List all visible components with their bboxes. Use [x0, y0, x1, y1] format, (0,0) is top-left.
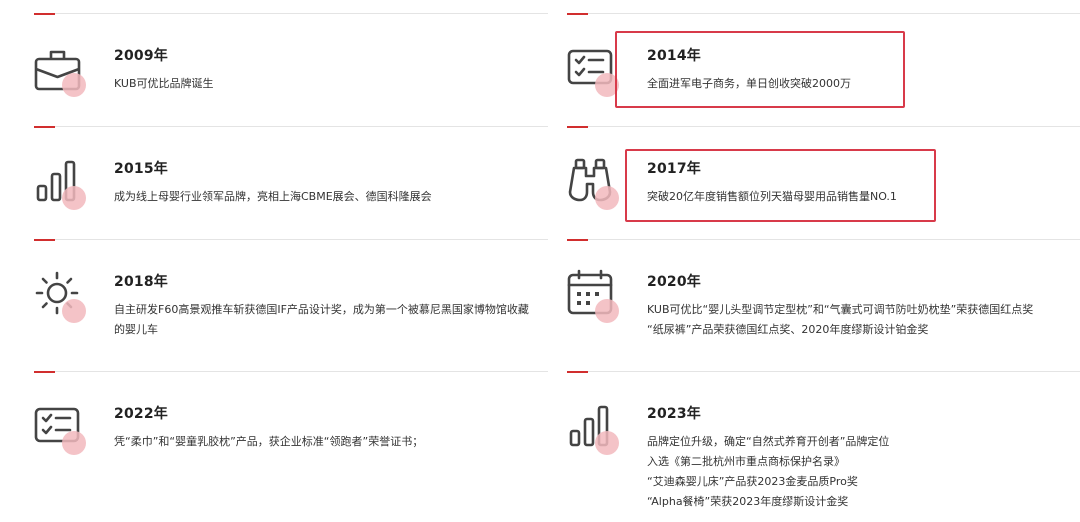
- divider: [55, 13, 548, 14]
- timeline-description: “Alpha餐椅”荣获2023年度缪斯设计金奖: [647, 495, 849, 508]
- section-marker: [567, 13, 588, 15]
- timeline-description: 突破20亿年度销售额位列天猫母婴用品销售量NO.1: [647, 190, 897, 203]
- timeline-item-2014: 2014年 全面进军电子商务，单日创收突破2000万: [567, 13, 1080, 126]
- timeline-year: 2020年: [647, 274, 701, 290]
- timeline-year: 2022年: [114, 406, 168, 422]
- divider: [55, 239, 548, 240]
- divider: [588, 13, 1080, 14]
- checklist-icon: [34, 401, 90, 457]
- timeline-year: 2009年: [114, 48, 168, 64]
- timeline-description: “纸尿裤”产品荣获德国红点奖、2020年度缪斯设计铂金奖: [647, 323, 929, 336]
- timeline-year: 2014年: [647, 48, 701, 64]
- timeline-description: 凭“柔巾”和“婴童乳胶枕”产品，获企业标准“领跑者”荣誉证书；: [114, 435, 424, 448]
- timeline-description: KUB可优比“婴儿头型调节定型枕”和“气囊式可调节防吐奶枕垫”荣获德国红点奖: [647, 303, 1034, 316]
- divider: [588, 371, 1080, 372]
- timeline-item-2009: 2009年 KUB可优比品牌诞生: [34, 13, 548, 126]
- bar-chart-icon: [567, 401, 623, 457]
- bar-chart-icon: [34, 156, 90, 212]
- divider: [55, 126, 548, 127]
- section-marker: [34, 13, 55, 15]
- timeline-item-2022: 2022年 凭“柔巾”和“婴童乳胶枕”产品，获企业标准“领跑者”荣誉证书；: [34, 371, 548, 522]
- timeline-description: 全面进军电子商务，单日创收突破2000万: [647, 77, 851, 90]
- timeline-year: 2023年: [647, 406, 701, 422]
- timeline-item-2020: 2020年 KUB可优比“婴儿头型调节定型枕”和“气囊式可调节防吐奶枕垫”荣获德…: [567, 239, 1080, 371]
- timeline-description: 品牌定位升级，确定“自然式养育开创者”品牌定位: [647, 435, 890, 448]
- section-marker: [34, 371, 55, 373]
- timeline-item-2018: 2018年 自主研发F60高景观推车斩获德国IF产品设计奖，成为第一个被慕尼黑国…: [34, 239, 548, 371]
- timeline-description: 成为线上母婴行业领军品牌，亮相上海CBME展会、德国科隆展会: [114, 190, 432, 203]
- timeline-description: “艾迪森婴儿床”产品获2023金麦品质Pro奖: [647, 475, 858, 488]
- timeline-description: 自主研发F60高景观推车斩获德国IF产品设计奖，成为第一个被慕尼黑国家博物馆收藏: [114, 303, 529, 316]
- calendar-icon: [567, 269, 623, 325]
- sun-icon: [34, 269, 90, 325]
- section-marker: [567, 126, 588, 128]
- divider: [588, 126, 1080, 127]
- timeline-description: 入选《第二批杭州市重点商标保护名录》: [647, 455, 845, 468]
- timeline-item-2023: 2023年 品牌定位升级，确定“自然式养育开创者”品牌定位 入选《第二批杭州市重…: [567, 371, 1080, 522]
- briefcase-icon: [34, 43, 90, 99]
- divider: [588, 239, 1080, 240]
- section-marker: [567, 371, 588, 373]
- timeline-year: 2018年: [114, 274, 168, 290]
- timeline-year: 2017年: [647, 161, 701, 177]
- timeline-description: 的婴儿车: [114, 323, 158, 336]
- timeline-year: 2015年: [114, 161, 168, 177]
- highlight-box: [615, 31, 905, 108]
- binoculars-icon: [567, 156, 623, 212]
- divider: [55, 371, 548, 372]
- highlight-box: [625, 149, 936, 222]
- timeline-item-2015: 2015年 成为线上母婴行业领军品牌，亮相上海CBME展会、德国科隆展会: [34, 126, 548, 239]
- timeline-item-2017: 2017年 突破20亿年度销售额位列天猫母婴用品销售量NO.1: [567, 126, 1080, 239]
- timeline-description: KUB可优比品牌诞生: [114, 77, 214, 90]
- section-marker: [567, 239, 588, 241]
- section-marker: [34, 239, 55, 241]
- section-marker: [34, 126, 55, 128]
